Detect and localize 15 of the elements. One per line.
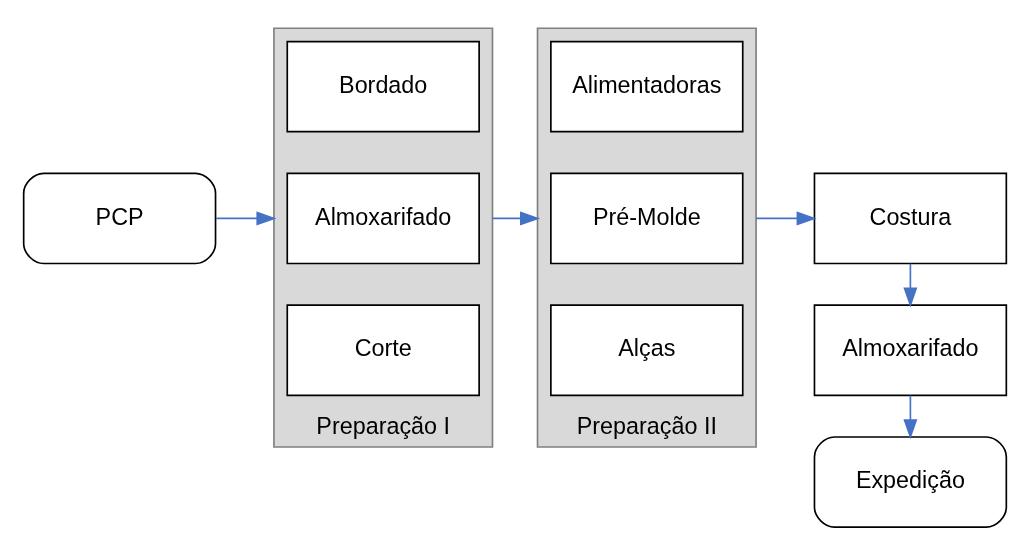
arrow xyxy=(491,211,540,226)
arrow xyxy=(214,211,276,226)
node-box: Pré-Molde xyxy=(549,172,744,265)
arrow xyxy=(754,211,817,226)
node-box: Alças xyxy=(549,304,744,397)
node-box: Alimentadoras xyxy=(549,40,744,133)
node-box: Almoxarifado xyxy=(285,172,480,265)
node-box: Costura xyxy=(813,172,1007,265)
node-box: Bordado xyxy=(285,40,480,133)
arrow xyxy=(902,262,917,308)
arrow xyxy=(902,394,917,440)
node-box: Corte xyxy=(285,304,480,397)
node-box: PCP xyxy=(22,172,216,265)
node-box: Almoxarifado xyxy=(813,304,1007,397)
node-box: Expedição xyxy=(813,436,1007,528)
